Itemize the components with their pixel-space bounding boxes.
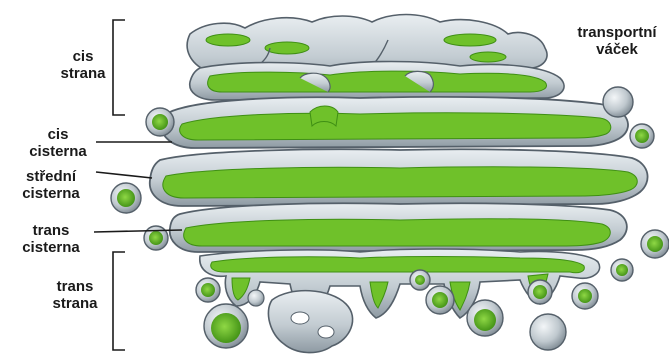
vesicle-green-lumen bbox=[415, 275, 425, 285]
vesicle-green-lumen bbox=[432, 292, 448, 308]
medial-cisterna-leader bbox=[96, 172, 152, 178]
label-cis-side: cis strana bbox=[48, 48, 118, 82]
label-cis-cisterna: cis cisterna bbox=[18, 126, 98, 160]
label-trans-cisterna: trans cisterna bbox=[8, 222, 94, 256]
vesicle-green-lumen bbox=[211, 313, 241, 343]
label-transport-vesicle: transportní váček bbox=[565, 24, 669, 58]
vesicle-green-lumen bbox=[533, 285, 547, 299]
label-trans-side: trans strana bbox=[40, 278, 110, 312]
vesicle-green-lumen bbox=[616, 264, 628, 276]
vesicle-plain bbox=[248, 290, 264, 306]
cis-upper-cisterna bbox=[190, 62, 564, 101]
medial-cisterna bbox=[150, 149, 648, 206]
vesicle-plain bbox=[603, 87, 633, 117]
cis-cisterna bbox=[162, 97, 628, 148]
vesicle-green-lumen bbox=[647, 236, 663, 252]
vesicle-green-lumen bbox=[635, 129, 649, 143]
trans-cisterna-leader bbox=[94, 230, 182, 232]
trans-side-bracket bbox=[113, 252, 125, 350]
vesicle-green-lumen bbox=[201, 283, 215, 297]
vesicle-plain bbox=[530, 314, 566, 350]
trans-budding-cluster bbox=[268, 291, 352, 353]
trans-cisterna bbox=[170, 203, 627, 252]
vesicle-green-lumen bbox=[117, 189, 135, 207]
label-medial-cisterna: střední cisterna bbox=[8, 168, 94, 202]
vesicle-green-lumen bbox=[152, 114, 168, 130]
vesicle-green-lumen bbox=[474, 309, 496, 331]
vesicle-green-lumen bbox=[578, 289, 592, 303]
vesicle-green-lumen bbox=[149, 231, 163, 245]
